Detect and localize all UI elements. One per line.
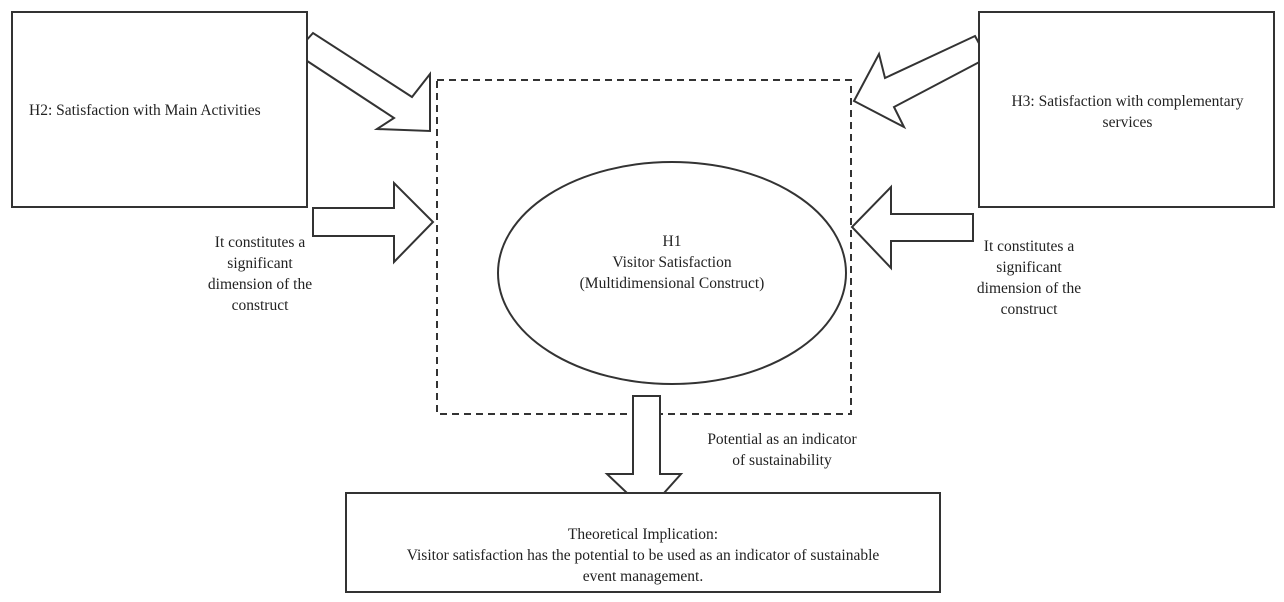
down-arrow-label: Potential as an indicator of sustainabil… — [707, 431, 857, 469]
left-arrow-label: It constitutes a significant dimension o… — [207, 234, 313, 314]
h1-note: (Multidimensional Construct) — [579, 275, 765, 292]
h3-diagonal-arrow — [852, 34, 989, 130]
h3-label: H3: Satisfaction with complementary serv… — [1011, 93, 1244, 131]
implication-text: Theoretical Implication: Visitor satisfa… — [351, 524, 935, 587]
h2-label: H2: Satisfaction with Main Activities — [29, 102, 261, 119]
h1-text: H1 Visitor Satisfaction (Multidimensiona… — [512, 231, 832, 294]
h3-box: H3: Satisfaction with complementary serv… — [978, 11, 1275, 208]
right-horizontal-arrow — [850, 184, 974, 271]
h1-subtitle: Visitor Satisfaction — [612, 254, 732, 271]
implication-body-end: event management. — [582, 568, 704, 585]
implication-title: Theoretical Implication: — [567, 526, 719, 543]
implication-box: Theoretical Implication: Visitor satisfa… — [345, 492, 941, 593]
right-arrow-label: It constitutes a significant dimension o… — [976, 238, 1082, 318]
h1-ellipse — [497, 161, 847, 385]
h2-diagonal-arrow — [293, 31, 431, 133]
implication-body: Visitor satisfaction has the potential t… — [406, 547, 880, 564]
left-horizontal-arrow — [312, 180, 435, 265]
h1-title: H1 — [662, 233, 682, 250]
h2-box: H2: Satisfaction with Main Activities — [11, 11, 308, 208]
